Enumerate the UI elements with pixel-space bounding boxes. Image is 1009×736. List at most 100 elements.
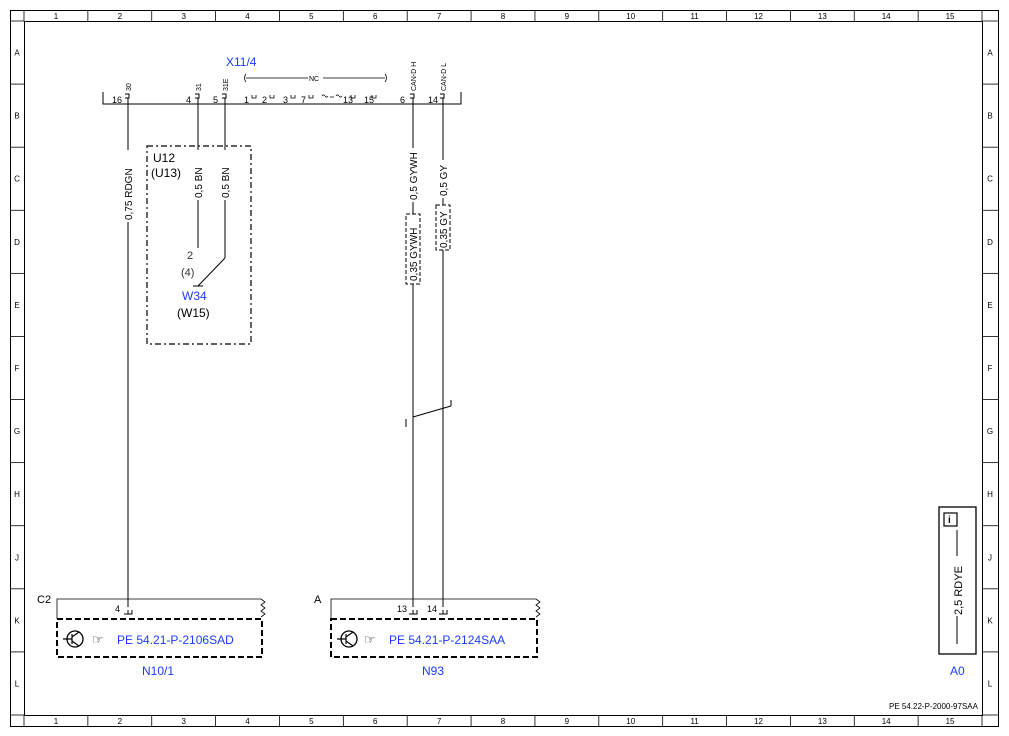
- column-label-top: 10: [626, 12, 635, 21]
- nc-pin-label: 13: [343, 95, 353, 105]
- pointing-hand-icon[interactable]: ☞: [364, 632, 376, 647]
- wire-label-bn-2: 0,5 BN: [221, 167, 232, 198]
- nc-pin-group: 1 2 3 7 13 15: [244, 95, 377, 105]
- unit-right-pin-13: 13: [397, 604, 407, 614]
- column-label-bottom: 13: [818, 717, 827, 726]
- column-label-top: 1: [54, 12, 59, 21]
- row-label-left: F: [15, 364, 20, 373]
- column-label-top: 11: [690, 12, 699, 21]
- inner-frame: [24, 21, 983, 716]
- column-label-bottom: 15: [946, 717, 955, 726]
- row-label-right: J: [988, 553, 992, 562]
- wire-label-gy-twisted: 0,35 GY: [439, 211, 450, 248]
- nc-pin-label: 1: [244, 95, 249, 105]
- unit-right-box: [330, 618, 538, 658]
- transistor-icon: [337, 630, 358, 648]
- column-label-top: 4: [245, 12, 250, 21]
- column-label-bottom: 10: [626, 717, 635, 726]
- ground-alt-name: (W15): [177, 306, 210, 320]
- legend-wire-label: 2,5 RDYE: [953, 566, 965, 615]
- row-label-left: G: [14, 427, 20, 436]
- row-label-right: E: [987, 301, 992, 310]
- pointing-hand-icon[interactable]: ☞: [92, 632, 104, 647]
- unit-right-pin-14: 14: [427, 604, 437, 614]
- legend-name: A0: [950, 664, 965, 678]
- column-label-top: 12: [754, 12, 763, 21]
- unit-left-pin: 4: [115, 604, 120, 614]
- column-label-top: 6: [373, 12, 378, 21]
- row-label-right: C: [987, 175, 993, 184]
- footer-reference: PE 54.22-P-2000-97SAA: [889, 702, 979, 711]
- nc-pin-mark: [308, 95, 314, 99]
- module-pin-alt: (4): [181, 267, 194, 279]
- row-label-right: A: [987, 49, 993, 58]
- column-label-bottom: 5: [309, 717, 314, 726]
- wire-label-gywh: 0,5 GYWH: [409, 152, 420, 200]
- wire-lines: [127, 98, 452, 607]
- row-label-left: H: [14, 490, 20, 499]
- column-label-top: 15: [946, 12, 955, 21]
- unit-left-connector: C2: [37, 594, 51, 606]
- column-label-bottom: 6: [373, 717, 378, 726]
- column-label-bottom: 2: [118, 717, 123, 726]
- can-h-label: CAN-D H: [411, 62, 418, 91]
- row-label-right: D: [987, 238, 993, 247]
- wire-label-gywh-twisted: 0,35 GYWH: [409, 228, 420, 281]
- nc-pin-label: 3: [283, 95, 288, 105]
- column-label-bottom: 11: [690, 717, 699, 726]
- pin-31-label: 31: [196, 83, 203, 91]
- column-label-bottom: 12: [754, 717, 763, 726]
- pin-16-label: 16: [112, 95, 122, 105]
- pin-4-label: 4: [186, 95, 191, 105]
- can-l-label: CAN-D L: [441, 63, 448, 91]
- nc-pin-label: 2: [262, 95, 267, 105]
- row-label-left: D: [14, 238, 20, 247]
- row-label-left: E: [14, 301, 19, 310]
- nc-pin-mark: [371, 95, 377, 99]
- row-label-right: G: [987, 427, 993, 436]
- row-label-right: B: [987, 112, 992, 121]
- svg-text:i: i: [948, 515, 951, 526]
- column-label-bottom: 3: [181, 717, 186, 726]
- column-label-bottom: 8: [501, 717, 506, 726]
- column-label-bottom: 4: [245, 717, 250, 726]
- row-label-right: L: [988, 679, 993, 688]
- pin-14-label: 14: [428, 95, 438, 105]
- nc-pin-mark: [251, 95, 257, 99]
- legend-box: i 2,5 RDYE A0: [938, 506, 977, 678]
- pin-6-label: 6: [400, 95, 405, 105]
- column-label-bottom: 9: [565, 717, 570, 726]
- column-label-top: 2: [118, 12, 123, 21]
- transistor-icon: [63, 630, 84, 648]
- module-box-u12: [146, 145, 252, 345]
- column-label-top: 7: [437, 12, 442, 21]
- connector-x11-4-label: X11/4: [226, 55, 257, 69]
- pin-5-label: 5: [213, 95, 218, 105]
- column-label-top: 3: [181, 12, 186, 21]
- column-label-top: 8: [501, 12, 506, 21]
- nc-pin-label: 15: [364, 95, 374, 105]
- nc-pin-label: 7: [301, 95, 306, 105]
- twisted-pair-box-l: [435, 204, 451, 251]
- column-label-bottom: 1: [54, 717, 59, 726]
- unit-n93: A 13 14 ☞ PE 54.21-P-2124SAA N93: [314, 594, 541, 678]
- column-label-top: 13: [818, 12, 827, 21]
- unit-right-ref-link[interactable]: PE 54.21-P-2124SAA: [389, 633, 505, 647]
- row-label-right: F: [988, 364, 993, 373]
- column-label-top: 9: [565, 12, 570, 21]
- nc-pin-mark: [350, 95, 356, 99]
- twisted-pair-box-h: [405, 213, 421, 285]
- ground-name: W34: [182, 289, 207, 303]
- row-label-right: H: [987, 490, 993, 499]
- info-icon[interactable]: [943, 512, 958, 527]
- nc-pin-mark: [290, 95, 296, 99]
- column-label-bottom: 7: [437, 717, 442, 726]
- unit-right-connector: A: [314, 594, 322, 606]
- unit-left-ref-link[interactable]: PE 54.21-P-2106SAD: [117, 633, 234, 647]
- unit-right-name: N93: [422, 664, 444, 678]
- wire-label-rdgn: 0,75 RDGN: [124, 168, 135, 220]
- unit-n10-1: C2 4 ☞ PE 54.21-P-2106SAD N10/1: [37, 594, 266, 678]
- row-label-left: K: [14, 616, 20, 625]
- grid-marks: 1122334455667788991010111112121313141415…: [10, 10, 998, 726]
